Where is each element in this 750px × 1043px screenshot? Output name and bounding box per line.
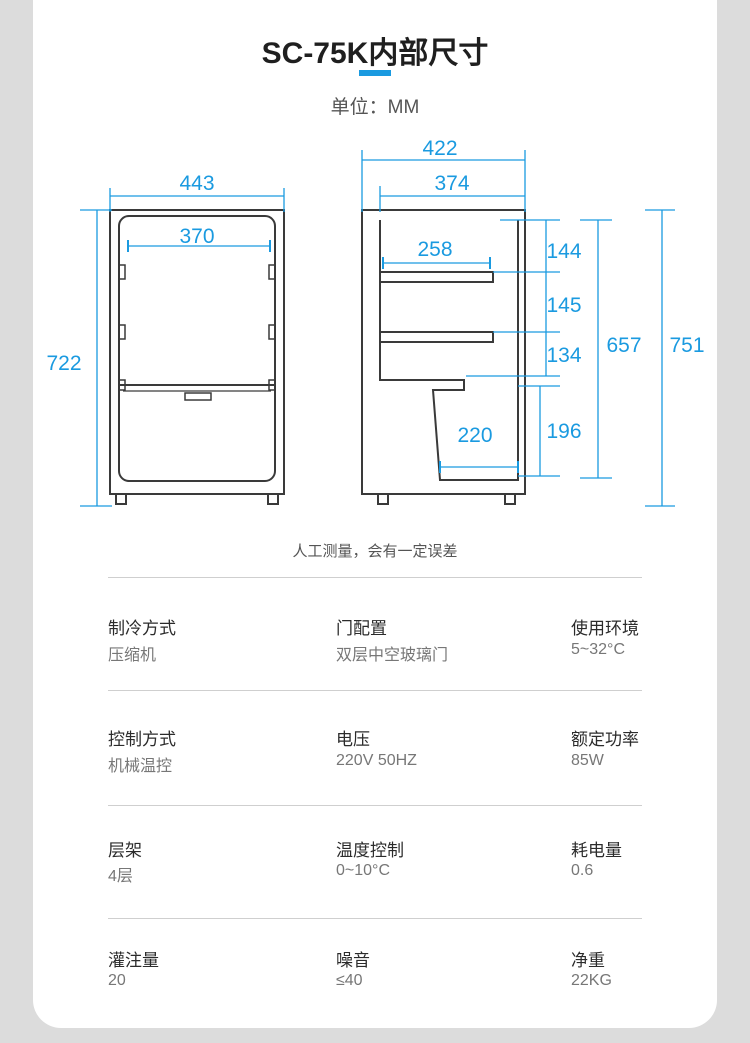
- spec-value: 0~10°C: [336, 862, 390, 879]
- spec-label: 温度控制: [336, 841, 404, 860]
- unit-label: 单位：MM: [330, 97, 420, 118]
- divider: [108, 918, 642, 919]
- dim-side-shelf-depth: 258: [417, 238, 452, 261]
- spec-value: 机械温控: [108, 758, 173, 775]
- spec-value: 4层: [108, 868, 133, 885]
- spec-value: 220V 50HZ: [336, 752, 417, 769]
- title-accent-bar: [359, 70, 391, 76]
- front-foot-left: [115, 494, 127, 505]
- divider: [108, 577, 642, 578]
- front-shelf-clips: [119, 264, 275, 391]
- divider: [108, 805, 642, 806]
- spec-label: 制冷方式: [108, 619, 176, 638]
- spec-label: 电压: [336, 730, 370, 749]
- side-outer-cabinet: [361, 209, 526, 495]
- side-dimensions: [361, 150, 675, 507]
- side-inner-liner: [379, 220, 519, 481]
- dim-side-inner-height: 657: [606, 334, 641, 357]
- spec-value: 20: [108, 972, 126, 989]
- dim-side-gap-3: 134: [546, 344, 581, 367]
- divider: [108, 690, 642, 691]
- dimension-diagram: 443 370 722: [46, 137, 705, 507]
- spec-label: 净重: [571, 951, 605, 970]
- front-drawer-handle: [184, 392, 212, 401]
- spec-value: 22KG: [571, 972, 612, 989]
- dim-side-gap-2: 145: [546, 294, 581, 317]
- dim-side-gap-1: 144: [546, 240, 581, 263]
- measurement-note: 人工测量，会有一定误差: [292, 543, 458, 560]
- spec-label: 耗电量: [571, 841, 622, 860]
- spec-label: 噪音: [336, 951, 370, 970]
- dim-side-inner-depth: 374: [434, 172, 469, 195]
- front-dimensions: [80, 188, 285, 507]
- spec-value: 双层中空玻璃门: [336, 647, 449, 664]
- side-shelf-1: [380, 271, 494, 283]
- dim-side-bottom-gap: 196: [546, 420, 581, 443]
- front-foot-right: [267, 494, 279, 505]
- side-view: [361, 209, 526, 505]
- spec-value: 5~32°C: [571, 641, 625, 658]
- dim-side-outer-height: 751: [669, 334, 704, 357]
- spec-label: 控制方式: [108, 730, 176, 749]
- content-card: [33, 0, 717, 1028]
- front-inner-liner: [118, 215, 276, 482]
- side-shelf-2: [380, 331, 494, 343]
- side-foot-right: [504, 494, 516, 505]
- spec-value: 85W: [571, 752, 604, 769]
- spec-value: 0.6: [571, 862, 594, 879]
- front-outer-cabinet: [109, 209, 285, 495]
- spec-value: 压缩机: [108, 647, 157, 664]
- dim-front-inner-width: 370: [179, 225, 214, 248]
- dim-front-outer-height: 722: [46, 352, 81, 375]
- side-foot-left: [377, 494, 389, 505]
- dim-side-lower-depth: 220: [457, 424, 492, 447]
- spec-label: 灌注量: [108, 951, 159, 970]
- spec-value: ≤40: [336, 972, 363, 989]
- spec-label: 额定功率: [571, 730, 639, 749]
- dim-front-outer-width: 443: [179, 172, 214, 195]
- spec-label: 层架: [108, 841, 142, 860]
- page-title: SC-75K内部尺寸: [261, 37, 489, 70]
- front-view: [109, 209, 285, 505]
- spec-label: 门配置: [336, 619, 387, 638]
- spec-label: 使用环境: [571, 619, 639, 638]
- dim-side-outer-depth: 422: [422, 137, 457, 160]
